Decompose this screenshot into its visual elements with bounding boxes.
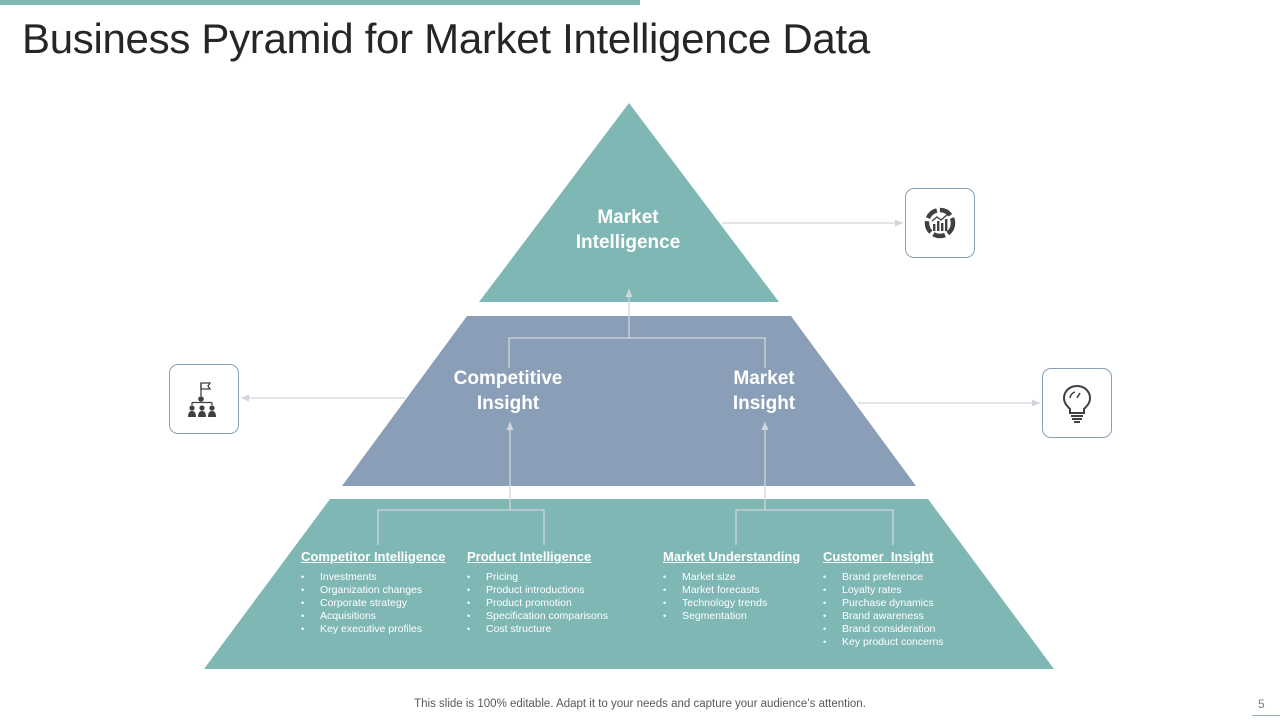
list-item: Technology trends (663, 597, 833, 610)
product-intelligence-column: Product Intelligence Pricing Product int… (467, 549, 637, 636)
top-tier-label: Market Intelligence (575, 207, 681, 253)
customer-insight-title[interactable]: Customer Insight (823, 549, 934, 564)
page-number: 5 (1258, 697, 1265, 711)
market-understanding-list: Market size Market forecasts Technology … (663, 571, 833, 623)
team-hierarchy-icon-box[interactable] (169, 364, 239, 434)
product-intelligence-list: Pricing Product introductions Product pr… (467, 571, 637, 636)
team-hierarchy-icon (188, 382, 216, 417)
list-item: Cost structure (467, 623, 637, 636)
list-item: Brand consideration (823, 623, 993, 636)
list-item: Product promotion (467, 597, 637, 610)
list-item: Organization changes (301, 584, 471, 597)
list-item: Key executive profiles (301, 623, 471, 636)
pyramid-top-tier[interactable] (479, 103, 779, 302)
list-item: Product introductions (467, 584, 637, 597)
page-title: Business Pyramid for Market Intelligence… (22, 15, 870, 62)
market-insight-label: Market Insight (732, 368, 796, 414)
list-item: Brand awareness (823, 610, 993, 623)
list-item: Loyalty rates (823, 584, 993, 597)
product-intelligence-title[interactable]: Product Intelligence (467, 549, 592, 564)
lightbulb-icon-box[interactable] (1042, 368, 1112, 438)
page-number-underline (1252, 715, 1280, 716)
chart-gauge-icon-box[interactable] (905, 188, 975, 258)
customer-insight-column: Customer Insight Brand preference Loyalt… (823, 549, 993, 649)
market-understanding-column: Market Understanding Market size Market … (663, 549, 833, 623)
list-item: Pricing (467, 571, 637, 584)
competitor-intelligence-column: Competitor Intelligence Investments Orga… (301, 549, 471, 636)
footer-note: This slide is 100% editable. Adapt it to… (414, 698, 866, 710)
list-item: Purchase dynamics (823, 597, 993, 610)
list-item: Segmentation (663, 610, 833, 623)
list-item: Specification comparisons (467, 610, 637, 623)
list-item: Acquisitions (301, 610, 471, 623)
competitive-insight-label: Competitive Insight (453, 368, 563, 414)
competitor-intelligence-list: Investments Organization changes Corpora… (301, 571, 471, 636)
lightbulb-icon (1062, 384, 1092, 423)
pyramid-middle-tier[interactable] (342, 316, 916, 486)
list-item: Corporate strategy (301, 597, 471, 610)
connector-lines (241, 219, 1040, 545)
competitor-intelligence-title[interactable]: Competitor Intelligence (301, 549, 446, 564)
top-accent-bar (0, 0, 640, 5)
list-item: Investments (301, 571, 471, 584)
chart-gauge-icon (924, 207, 956, 239)
list-item: Brand preference (823, 571, 993, 584)
list-item: Market forecasts (663, 584, 833, 597)
customer-insight-list: Brand preference Loyalty rates Purchase … (823, 571, 993, 649)
list-item: Key product concerns (823, 636, 993, 649)
list-item: Market size (663, 571, 833, 584)
market-understanding-title[interactable]: Market Understanding (663, 549, 801, 564)
